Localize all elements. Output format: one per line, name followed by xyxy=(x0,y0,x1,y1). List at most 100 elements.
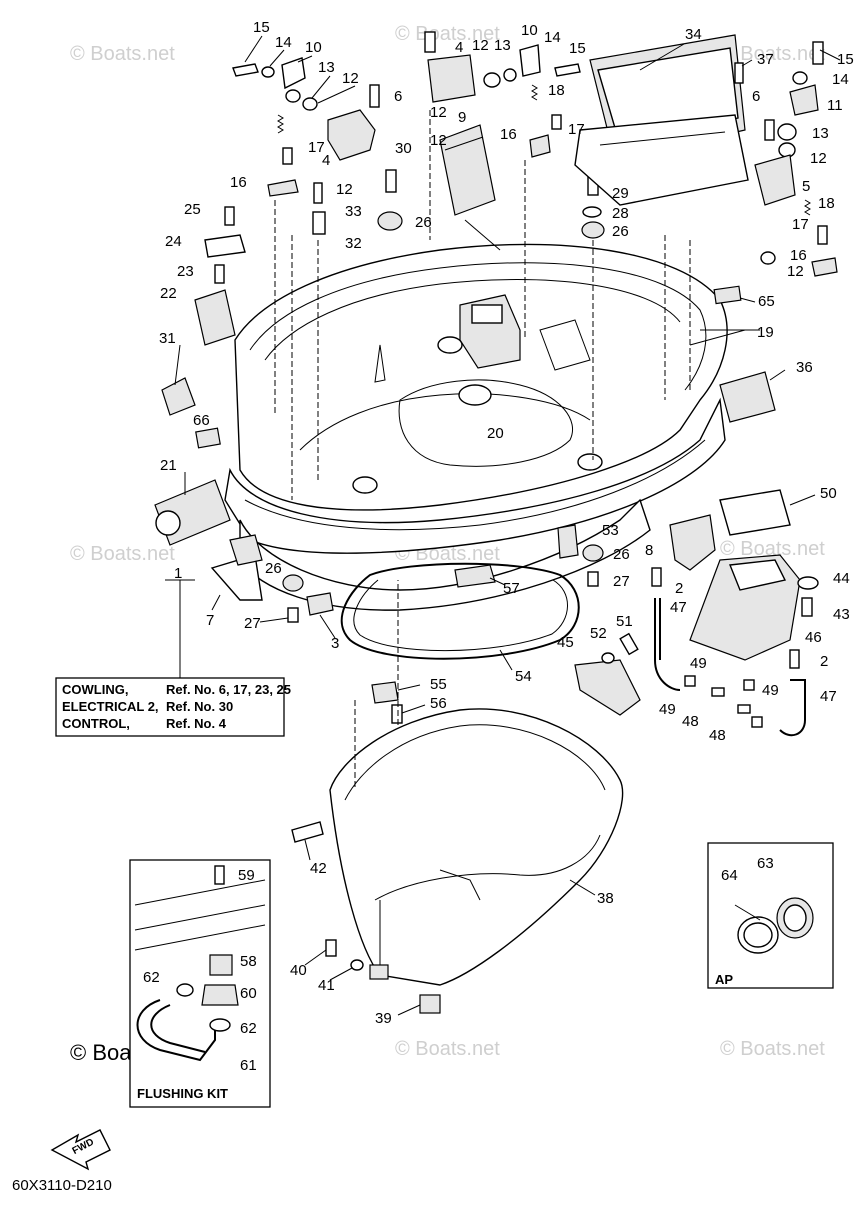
callout: 13 xyxy=(494,37,511,54)
callout: 6 xyxy=(752,88,760,105)
callout: 25 xyxy=(184,201,201,218)
lower-cowling-38 xyxy=(291,580,624,1014)
callout-63: 63 xyxy=(757,855,774,872)
callout: 4 xyxy=(322,152,330,169)
bottom-cowling xyxy=(224,243,728,611)
callout: 12 xyxy=(810,150,827,167)
top-center-parts xyxy=(424,31,749,460)
callout: 19 xyxy=(757,324,774,341)
callout: 37 xyxy=(757,51,774,68)
callout: 26 xyxy=(415,214,432,231)
callout: 28 xyxy=(612,205,629,222)
flushing-kit-title: FLUSHING KIT xyxy=(137,1086,228,1101)
watermark: © Boats.net xyxy=(720,43,825,65)
callout: 2 xyxy=(675,580,683,597)
right-side-parts xyxy=(557,489,819,737)
callout: 21 xyxy=(160,457,177,474)
callout: 66 xyxy=(193,412,210,429)
callout: 45 xyxy=(557,634,574,651)
callout: 57 xyxy=(503,580,520,597)
callout: 14 xyxy=(275,34,292,51)
watermark: © Boats.net xyxy=(395,1038,500,1060)
callout: 17 xyxy=(792,216,809,233)
callout-62a: 62 xyxy=(143,969,160,986)
callout: 55 xyxy=(430,676,447,693)
callout: 36 xyxy=(796,359,813,376)
callout: 26 xyxy=(612,223,629,240)
callout: 30 xyxy=(395,140,412,157)
callout: 29 xyxy=(612,185,629,202)
callout: 16 xyxy=(500,126,517,143)
ap-box: AP 64 63 xyxy=(707,842,834,989)
ap-label: AP xyxy=(715,972,733,987)
ref-label-electrical: ELECTRICAL 2, xyxy=(62,699,159,714)
callout: 11 xyxy=(827,97,843,114)
ref-value-cowling: Ref. No. 6, 17, 23, 25 xyxy=(166,682,291,697)
callout: 8 xyxy=(645,542,653,559)
callout: 16 xyxy=(230,174,247,191)
callout: 38 xyxy=(597,890,614,907)
callout: 27 xyxy=(244,615,261,632)
callout: 49 xyxy=(762,682,779,699)
callout: 50 xyxy=(820,485,837,502)
callout: 2 xyxy=(820,653,828,670)
callout: 51 xyxy=(616,613,633,630)
diagram-code: 60X3110-D210 xyxy=(12,1177,112,1194)
callout: 17 xyxy=(308,139,325,156)
callout: 5 xyxy=(802,178,810,195)
callout: 53 xyxy=(602,522,619,539)
callout: 10 xyxy=(305,39,322,56)
callout: 7 xyxy=(206,612,214,629)
callouts: 15 14 10 13 12 6 4 12 13 10 14 15 18 34 … xyxy=(159,19,854,1027)
callout: 48 xyxy=(682,713,699,730)
callout: 65 xyxy=(758,293,775,310)
callout-59: 59 xyxy=(238,867,255,884)
callout: 18 xyxy=(548,82,565,99)
callout: 9 xyxy=(458,109,466,126)
leader-lines xyxy=(174,35,841,1016)
callout: 41 xyxy=(318,977,335,994)
callout: 1 xyxy=(174,565,182,582)
callout: 12 xyxy=(336,181,353,198)
callout: 26 xyxy=(265,560,282,577)
watermark: © Boats.net xyxy=(70,43,175,65)
callout-60: 60 xyxy=(240,985,257,1002)
watermark: © Boats.net xyxy=(70,543,175,565)
watermark-group: © Boats.net © Boats.net © Boats.net © Bo… xyxy=(70,23,825,1065)
callout: 39 xyxy=(375,1010,392,1027)
callout: 54 xyxy=(515,668,532,685)
flushing-kit-box: FLUSHING KIT 59 58 60 62 62 61 xyxy=(129,859,271,1108)
callout: 47 xyxy=(820,688,837,705)
ref-value-electrical: Ref. No. 30 xyxy=(166,699,233,714)
callout: 12 xyxy=(787,263,804,280)
callout: 23 xyxy=(177,263,194,280)
lower-left-parts xyxy=(210,534,580,660)
callout: 17 xyxy=(568,121,585,138)
callout: 16 xyxy=(790,247,807,264)
callout-58: 58 xyxy=(240,953,257,970)
callout: 6 xyxy=(394,88,402,105)
callout: 48 xyxy=(709,727,726,744)
callout: 24 xyxy=(165,233,182,250)
callout: 40 xyxy=(290,962,307,979)
callout: 33 xyxy=(345,203,362,220)
callout: 56 xyxy=(430,695,447,712)
callout-64: 64 xyxy=(721,867,738,884)
callout: 15 xyxy=(253,19,270,36)
callout: 15 xyxy=(837,51,854,68)
callout: 27 xyxy=(613,573,630,590)
callout: 10 xyxy=(521,22,538,39)
callout: 15 xyxy=(569,40,586,57)
callout: 12 xyxy=(472,37,489,54)
ref-label-control: CONTROL, xyxy=(62,716,130,731)
top-left-parts xyxy=(154,57,403,546)
callout: 14 xyxy=(832,71,849,88)
callout: 18 xyxy=(818,195,835,212)
callout: 26 xyxy=(613,546,630,563)
callout: 20 xyxy=(487,425,504,442)
callout: 12 xyxy=(430,132,447,149)
callout: 44 xyxy=(833,570,850,587)
watermark: © Boats.net xyxy=(720,1038,825,1060)
callout: 52 xyxy=(590,625,607,642)
